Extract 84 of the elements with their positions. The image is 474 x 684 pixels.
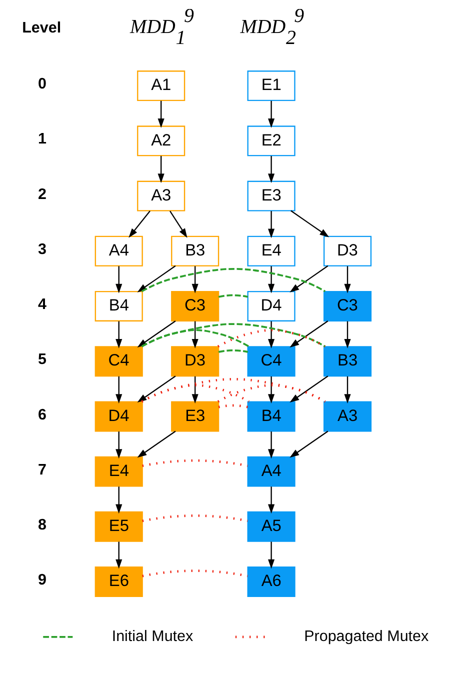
node-box: E6: [94, 566, 143, 598]
arrow: [344, 321, 351, 348]
arrow: [290, 265, 328, 292]
node-box: E1: [247, 70, 296, 102]
node-box: C4: [247, 346, 296, 377]
arrow: [116, 542, 122, 569]
node-box: A6: [247, 566, 296, 598]
node-box: C3: [171, 291, 220, 322]
arrow: [116, 376, 122, 404]
arrow: [158, 156, 164, 184]
node-box: D3: [171, 346, 220, 377]
node-box: A3: [137, 180, 186, 212]
node-box: E5: [94, 511, 143, 542]
node-box: D4: [94, 401, 143, 432]
node-box: B4: [94, 291, 143, 322]
arrow: [268, 486, 275, 514]
arrow: [290, 430, 328, 458]
node-box: A3: [323, 401, 372, 432]
arrow: [128, 210, 150, 238]
connector: [141, 268, 326, 292]
label: Level: [22, 19, 62, 36]
arrow: [268, 321, 275, 348]
label: 5: [38, 351, 46, 368]
arrow: [137, 376, 176, 403]
node-box: E2: [247, 126, 296, 156]
node-box: C3: [323, 291, 372, 322]
node-box: D3: [323, 236, 372, 266]
arrow: [344, 266, 351, 294]
arrow: [268, 542, 275, 569]
connector: [142, 459, 248, 467]
arrow: [116, 266, 122, 294]
connector: [218, 404, 248, 408]
arrow: [192, 376, 198, 404]
label: 4: [38, 296, 46, 314]
arrow: [116, 486, 122, 514]
arrow: [137, 430, 176, 458]
node-box: A4: [94, 236, 143, 266]
connector: [218, 294, 248, 298]
node-box: D4: [247, 291, 296, 322]
arrow: [116, 321, 122, 348]
arrow: [268, 156, 275, 184]
connector: [141, 323, 326, 348]
connector: [218, 349, 248, 353]
arrow: [268, 100, 275, 128]
connector: [142, 570, 248, 578]
label: 3: [38, 240, 46, 258]
arrow: [116, 432, 122, 459]
arrow: [268, 266, 275, 294]
label: 0: [38, 76, 46, 93]
label: 8: [38, 516, 46, 534]
legend-label: Initial Mutex: [112, 628, 194, 645]
node-box: A4: [247, 456, 296, 487]
label: 6: [38, 406, 46, 424]
arrow: [268, 211, 275, 238]
connector: [141, 378, 326, 403]
arrow: [192, 266, 198, 294]
connector: [142, 514, 248, 522]
arrow: [268, 432, 275, 459]
node-box: B4: [247, 401, 296, 432]
arrow: [158, 100, 164, 128]
arrow: [170, 210, 188, 238]
node-box: C4: [94, 346, 143, 377]
node-box: E3: [247, 180, 296, 212]
node-box: B3: [171, 236, 220, 266]
label: 9: [38, 572, 46, 589]
arrow: [290, 210, 330, 238]
node-box: A1: [137, 70, 186, 102]
arrow: [290, 320, 328, 348]
node-box: E4: [94, 456, 143, 487]
connector: [217, 384, 326, 403]
label: 2: [38, 186, 46, 203]
node-box: A2: [137, 126, 186, 156]
legend-label: Propagated Mutex: [304, 628, 429, 645]
arrow: [268, 376, 275, 404]
node-box: E4: [247, 236, 296, 266]
label: 7: [38, 461, 46, 478]
arrow: [344, 376, 351, 404]
connector: [217, 328, 326, 348]
node-box: A5: [247, 511, 296, 542]
label: 1: [38, 130, 46, 148]
node-box: E3: [171, 401, 220, 432]
node-box: B3: [323, 346, 372, 377]
arrow: [192, 321, 198, 348]
arrow: [290, 376, 328, 403]
